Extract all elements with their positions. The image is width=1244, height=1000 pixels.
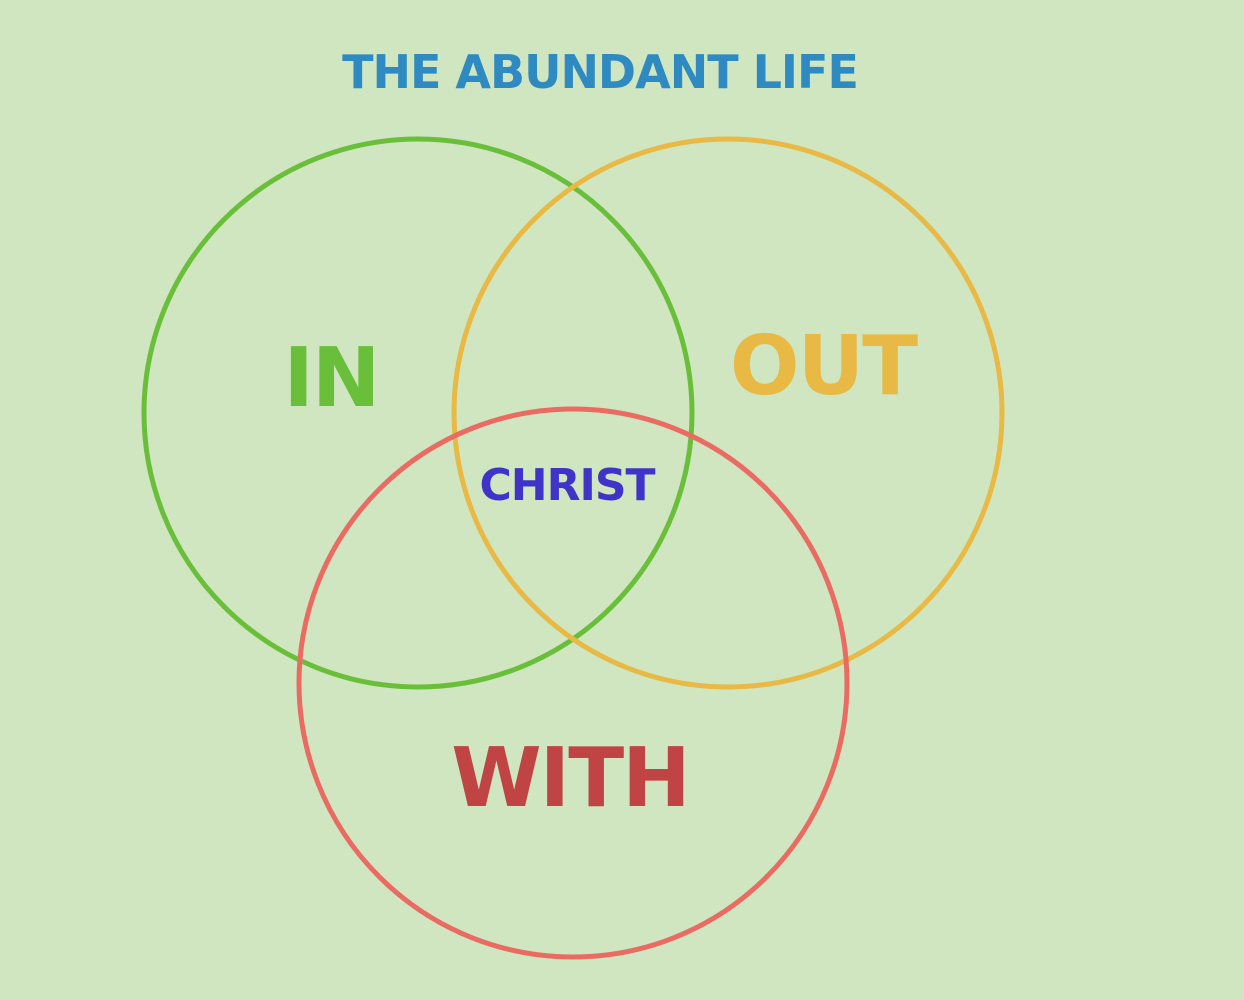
circle-out xyxy=(451,136,1005,690)
label-in: IN xyxy=(283,331,378,426)
circle-with xyxy=(296,406,850,960)
circle-in xyxy=(141,136,695,690)
label-out: OUT xyxy=(730,319,918,414)
diagram-title: THE ABUNDANT LIFE xyxy=(342,45,858,99)
label-with: WITH xyxy=(451,731,689,826)
label-christ: CHRIST xyxy=(479,460,655,511)
